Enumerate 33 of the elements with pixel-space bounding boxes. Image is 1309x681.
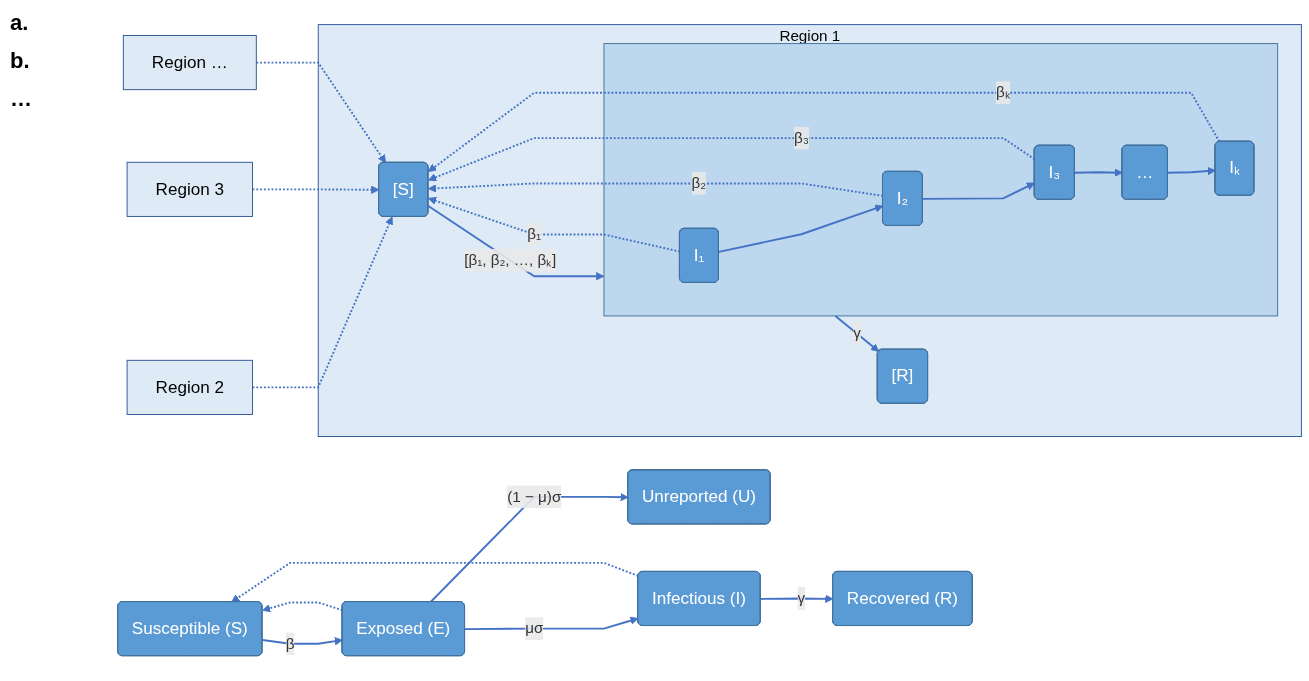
- arrow: [427, 205, 605, 281]
- arrow: [251, 216, 393, 389]
- edge-label: β₃: [793, 129, 809, 147]
- edge-label: γ: [797, 590, 806, 607]
- arrow: [428, 137, 1036, 182]
- arrow: [251, 185, 380, 195]
- edge-label: (1 − μ)σ: [507, 488, 562, 505]
- arrow: [464, 616, 639, 631]
- node-box: Region …: [122, 35, 257, 91]
- edge-label: β₁: [527, 226, 542, 243]
- arrow: [1167, 167, 1216, 176]
- arrow: [261, 637, 343, 646]
- arrow: [428, 197, 681, 253]
- panel-label: b.: [10, 48, 31, 74]
- panel-label: …: [10, 86, 33, 112]
- arrow: [255, 62, 386, 164]
- arrow: [834, 315, 880, 353]
- arrow: [231, 562, 640, 603]
- edge-label: β: [285, 635, 295, 652]
- node-box: Region 2: [126, 360, 253, 416]
- arrow: [921, 182, 1036, 201]
- edge-label: μσ: [525, 620, 544, 637]
- arrow: [717, 204, 884, 254]
- arrow: [428, 92, 1221, 173]
- node-box: Region 3: [126, 162, 253, 218]
- panel-label: a.: [10, 10, 30, 36]
- cluster: [603, 43, 1279, 317]
- edge-label: γ: [853, 325, 861, 342]
- arrow: [1073, 168, 1123, 178]
- edge-label: [β₁, β₂, …, βₖ]: [464, 252, 557, 269]
- edge-label: βₖ: [996, 84, 1011, 101]
- arrow: [759, 595, 834, 604]
- edge-label: β₂: [691, 175, 707, 192]
